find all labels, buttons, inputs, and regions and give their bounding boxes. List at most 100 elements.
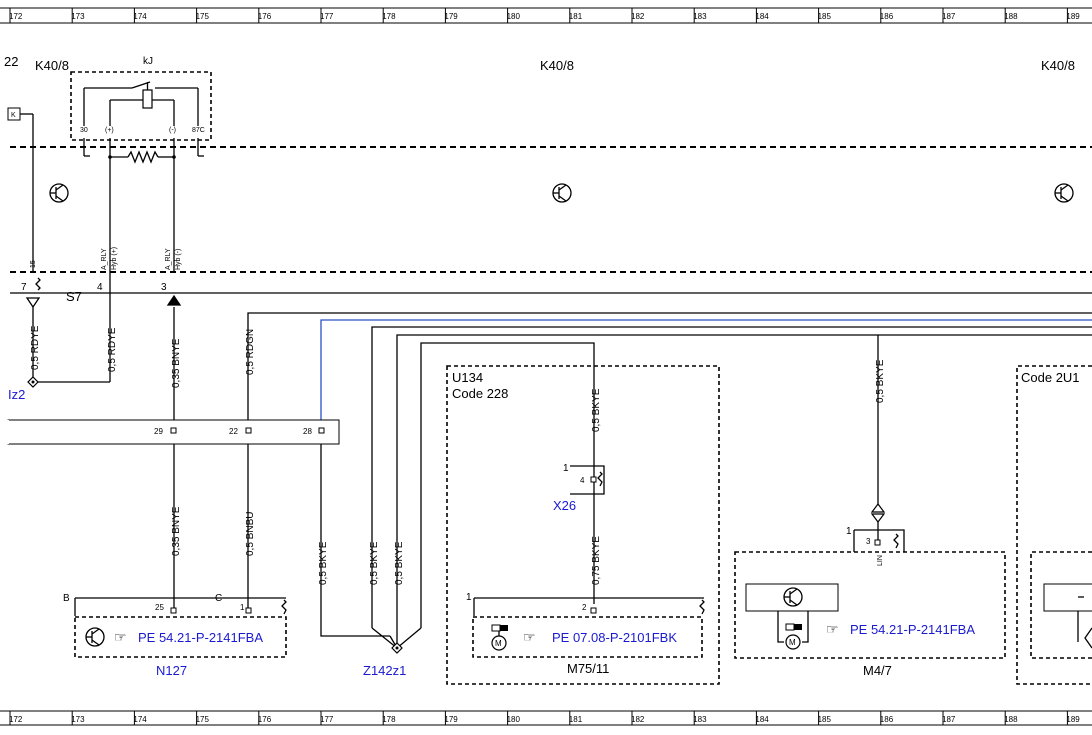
k40-8-label-right: K40/8: [1041, 58, 1075, 73]
ruler-bottom-number: 186: [880, 715, 894, 724]
ruler-top-number: 188: [1004, 12, 1018, 21]
u134-label: U134: [452, 370, 483, 385]
transistor-icon: [783, 587, 803, 607]
pin-name-lin: LIN: [877, 555, 884, 566]
ruler-top-number: 174: [133, 12, 147, 21]
ruler-bottom-number: 182: [631, 715, 645, 724]
iz2-link[interactable]: Iz2: [8, 387, 25, 402]
m47-pin-3: 3: [866, 537, 871, 546]
connector-stub-left: K: [7, 107, 34, 272]
m75-11-ref-link[interactable]: PE 07.08-P-2101FBK: [552, 630, 677, 645]
relay-pin-30: 30: [80, 127, 88, 134]
relay-pin-87c: 87C: [192, 127, 205, 134]
ruler-bottom-number: 181: [569, 715, 583, 724]
wire-label: 0,5 BKYE: [394, 541, 405, 585]
ruler-bottom-number: 179: [444, 715, 458, 724]
ruler-bottom-number: 173: [71, 715, 85, 724]
wire-label: 0,5 BKYE: [875, 359, 886, 403]
x26-pin-4: 4: [580, 476, 585, 485]
z142z1-splice: [391, 642, 403, 654]
s7-pin-7: 7: [21, 282, 27, 293]
ruler-bottom-number: 183: [693, 715, 707, 724]
ruler-top-number: 175: [196, 12, 210, 21]
code228-label: Code 228: [452, 386, 508, 401]
code-2u1-block: Code 2U1: [1016, 365, 1092, 685]
s7-pin-3: 3: [161, 282, 167, 293]
hand-pointing-icon: ☞: [826, 621, 839, 637]
svg-text:K: K: [11, 112, 16, 119]
ruler-top-number: 180: [507, 12, 521, 21]
transistor-icon: [85, 627, 105, 647]
n127-pin-1: 1: [240, 603, 245, 612]
relay-kj: kJ 30 (+) (-) 87C: [70, 56, 212, 157]
hand-pointing-icon: ☞: [114, 629, 127, 645]
wire-label: 0,5 BKYE: [369, 541, 380, 585]
m75-11-label: M75/11: [567, 661, 609, 676]
relay-pin-plus: (+): [105, 127, 114, 134]
ruler-top-number: 179: [444, 12, 458, 21]
n127-pin-b: B: [63, 593, 70, 604]
ruler-top-number: 173: [71, 12, 85, 21]
connector-header: 29 22 28: [7, 419, 340, 445]
ruler-bottom-number: 185: [818, 715, 832, 724]
ruler-bottom-number: 174: [133, 715, 147, 724]
s7-connector: 7 4 3 S7: [10, 277, 1092, 309]
code2u1-label: Code 2U1: [1021, 370, 1080, 385]
x26-link[interactable]: X26: [553, 498, 576, 513]
ruler-top-number: 176: [258, 12, 272, 21]
ruler-top-number: 182: [631, 12, 645, 21]
wire-label: 0,5 BKYE: [318, 541, 329, 585]
x26-pin-1: 1: [563, 463, 569, 474]
ruler-top-number: 186: [880, 12, 894, 21]
pin-name-hyb-plus: Hyb (+): [111, 247, 118, 270]
m4-7-ref-link[interactable]: PE 54.21-P-2141FBA: [850, 622, 975, 637]
ruler-top-number: 187: [942, 12, 956, 21]
wire-label: 0,5 RDYE: [30, 325, 41, 370]
m4-7-label: M4/7: [863, 663, 892, 678]
header-pin-28: 28: [303, 427, 312, 436]
s7-pin-4: 4: [97, 282, 103, 293]
ruler-top-number: 181: [569, 12, 583, 21]
header-pin-29: 29: [154, 427, 163, 436]
ruler-bottom-number: 180: [507, 715, 521, 724]
motor-icon: M: [785, 623, 802, 650]
wire-label: 0,75 BKYE: [591, 536, 602, 585]
ruler-top-number: 189: [1066, 12, 1080, 21]
n127-pin-25: 25: [155, 603, 164, 612]
s7-label: S7: [66, 289, 82, 304]
ruler-top-number: 183: [693, 12, 707, 21]
n127-link[interactable]: N127: [156, 663, 187, 678]
ruler-bottom-number: 184: [755, 715, 769, 724]
m75-pin-1: 1: [466, 592, 472, 603]
ruler-bottom-number: 177: [320, 715, 334, 724]
hand-pointing-icon: ☞: [523, 629, 536, 645]
ruler-bottom-number: 172: [9, 715, 23, 724]
transistor-icon: [49, 183, 69, 203]
m4-7-block: 1 3 LIN M ☞ PE 54.21-P-2141FBA M4/7: [734, 503, 1006, 678]
m47-pin-1: 1: [846, 526, 852, 537]
ruler-top-number: 177: [320, 12, 334, 21]
motor-icon: M: [491, 624, 508, 651]
pin-name-15: 15: [30, 260, 37, 268]
svg-text:☞: ☞: [523, 629, 536, 645]
n127-ref-link[interactable]: PE 54.21-P-2141FBA: [138, 630, 263, 645]
ruler-top-number: 172: [9, 12, 23, 21]
header-pin-22: 22: [229, 427, 238, 436]
transistor-icon: [1054, 183, 1074, 203]
svg-text:M: M: [789, 638, 796, 647]
z142z1-link[interactable]: Z142z1: [363, 663, 406, 678]
transistor-icon: [552, 183, 572, 203]
ruler-bottom-number: 176: [258, 715, 272, 724]
wire-label: 0,35 BNYE: [171, 338, 182, 388]
iz2-splice: [27, 376, 39, 388]
relay-kj-label: kJ: [143, 56, 153, 67]
ruler-top-number: 185: [818, 12, 832, 21]
ruler-bottom-number: 188: [1004, 715, 1018, 724]
pin-name-hyb-minus: Hyb (-): [175, 249, 182, 270]
svg-text:☞: ☞: [114, 629, 127, 645]
wire-label: 0,5 BKYE: [591, 388, 602, 432]
n127-block: B C 25 1 ☞ PE 54.21-P-2141FBA N127: [63, 593, 287, 678]
